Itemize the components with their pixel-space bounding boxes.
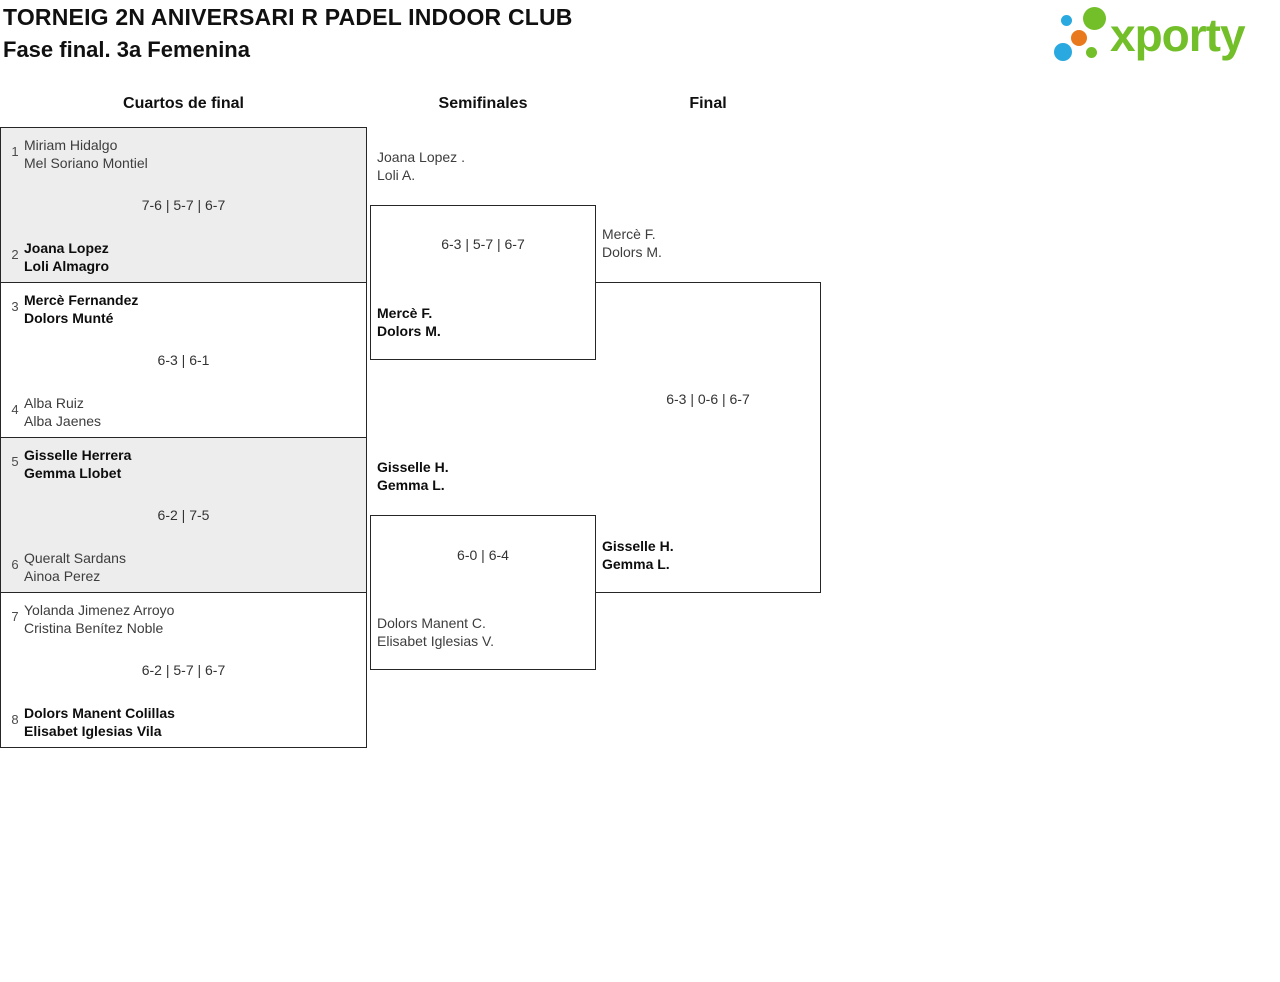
tournament-title: TORNEIG 2N ANIVERSARI R PADEL INDOOR CLU… (3, 4, 573, 30)
sf2-team2: Dolors Manent C. Elisabet Iglesias V. (377, 614, 494, 650)
player-name: Dolors Manent C. (377, 615, 486, 631)
sf2-score: 6-0 | 6-4 (457, 547, 509, 563)
match-score: 6-2 | 5-7 | 6-7 (141, 662, 226, 678)
team-names: Mercè Fernandez Dolors Munté (24, 291, 138, 327)
player-name: Loli Almagro (24, 258, 110, 274)
player-name: Gisselle Herrera (24, 447, 132, 463)
player-name: Gisselle H. (377, 459, 449, 475)
seed-badge: 5 (11, 454, 19, 469)
player-name: Joana Lopez (24, 240, 109, 256)
logo-dot-green-large (1083, 7, 1106, 30)
team-names: Queralt Sardans Ainoa Perez (24, 549, 126, 585)
player-name: Dolors M. (377, 323, 441, 339)
player-name: Dolors Manent Colillas (24, 705, 175, 721)
player-name: Mel Soriano Montiel (24, 155, 148, 171)
player-name: Dolors Munté (24, 310, 114, 326)
team-names: Miriam Hidalgo Mel Soriano Montiel (24, 136, 148, 172)
team-row: 6 Queralt Sardans Ainoa Perez (1, 549, 366, 585)
logo-dot-blue-large (1054, 43, 1072, 61)
round-header-quarterfinals: Cuartos de final (123, 95, 244, 112)
logo-dot-blue-small (1061, 15, 1072, 26)
team-names: Alba Ruiz Alba Jaenes (24, 394, 101, 430)
player-name: Gemma L. (377, 477, 445, 493)
sf1-score: 6-3 | 5-7 | 6-7 (441, 236, 525, 252)
player-name: Mercè F. (377, 305, 433, 321)
match-score: 7-6 | 5-7 | 6-7 (141, 197, 226, 213)
seed-badge: 1 (11, 144, 19, 159)
final-box (595, 282, 821, 593)
team-row: 3 Mercè Fernandez Dolors Munté (1, 291, 366, 327)
player-name: Joana Lopez . (377, 149, 465, 165)
player-name: Ainoa Perez (24, 568, 101, 584)
seed-badge: 2 (11, 247, 19, 262)
player-name: Mercè F. (602, 226, 656, 242)
match-score: 6-3 | 6-1 (157, 352, 210, 368)
player-name: Yolanda Jimenez Arroyo (24, 602, 175, 618)
player-name: Gemma L. (602, 556, 670, 572)
team-row: 8 Dolors Manent Colillas Elisabet Iglesi… (1, 704, 366, 740)
player-name: Dolors M. (602, 244, 662, 260)
seed-badge: 8 (11, 712, 19, 727)
player-name: Alba Jaenes (24, 413, 102, 429)
sf2-team1: Gisselle H. Gemma L. (377, 458, 449, 494)
qf-match-1: 1 Miriam Hidalgo Mel Soriano Montiel 7-6… (0, 127, 367, 283)
match-score: 6-2 | 7-5 (157, 507, 210, 523)
final-score: 6-3 | 0-6 | 6-7 (666, 391, 750, 407)
team-row: 5 Gisselle Herrera Gemma Llobet (1, 446, 366, 482)
logo-dot-orange (1071, 30, 1087, 46)
category-subtitle: Fase final. 3a Femenina (3, 37, 250, 62)
seed-badge: 6 (11, 557, 19, 572)
player-name: Gemma Llobet (24, 465, 122, 481)
team-row: 7 Yolanda Jimenez Arroyo Cristina Beníte… (1, 601, 366, 637)
team-names: Dolors Manent Colillas Elisabet Iglesias… (24, 704, 175, 740)
xporty-wordmark: xporty (1110, 9, 1246, 61)
player-name: Queralt Sardans (24, 550, 126, 566)
sf1-team1: Joana Lopez . Loli A. (377, 148, 465, 184)
player-name: Alba Ruiz (24, 395, 84, 411)
team-names: Gisselle Herrera Gemma Llobet (24, 446, 131, 482)
qf-match-3: 5 Gisselle Herrera Gemma Llobet 6-2 | 7-… (0, 437, 367, 593)
logo-dot-green-small (1086, 47, 1097, 58)
team-names: Joana Lopez Loli Almagro (24, 239, 109, 275)
qf-match-2: 3 Mercè Fernandez Dolors Munté 6-3 | 6-1… (0, 282, 367, 438)
player-name: Gisselle H. (602, 538, 674, 554)
player-name: Mercè Fernandez (24, 292, 139, 308)
sf1-team2: Mercè F. Dolors M. (377, 304, 441, 340)
final-team1: Mercè F. Dolors M. (602, 225, 662, 261)
seed-badge: 7 (11, 609, 19, 624)
player-name: Miriam Hidalgo (24, 137, 118, 153)
player-name: Loli A. (377, 167, 416, 183)
final-team2: Gisselle H. Gemma L. (602, 537, 674, 573)
team-row: 1 Miriam Hidalgo Mel Soriano Montiel (1, 136, 366, 172)
team-names: Yolanda Jimenez Arroyo Cristina Benítez … (24, 601, 174, 637)
player-name: Cristina Benítez Noble (24, 620, 164, 636)
round-header-semifinals: Semifinales (438, 95, 528, 112)
seed-badge: 3 (11, 299, 19, 314)
team-row: 4 Alba Ruiz Alba Jaenes (1, 394, 366, 430)
qf-match-4: 7 Yolanda Jimenez Arroyo Cristina Beníte… (0, 592, 367, 748)
seed-badge: 4 (11, 402, 19, 417)
round-header-final: Final (689, 95, 727, 112)
player-name: Elisabet Iglesias V. (377, 633, 494, 649)
xporty-logo[interactable]: xporty (1045, 0, 1280, 80)
player-name: Elisabet Iglesias Vila (24, 723, 162, 739)
team-row: 2 Joana Lopez Loli Almagro (1, 239, 366, 275)
